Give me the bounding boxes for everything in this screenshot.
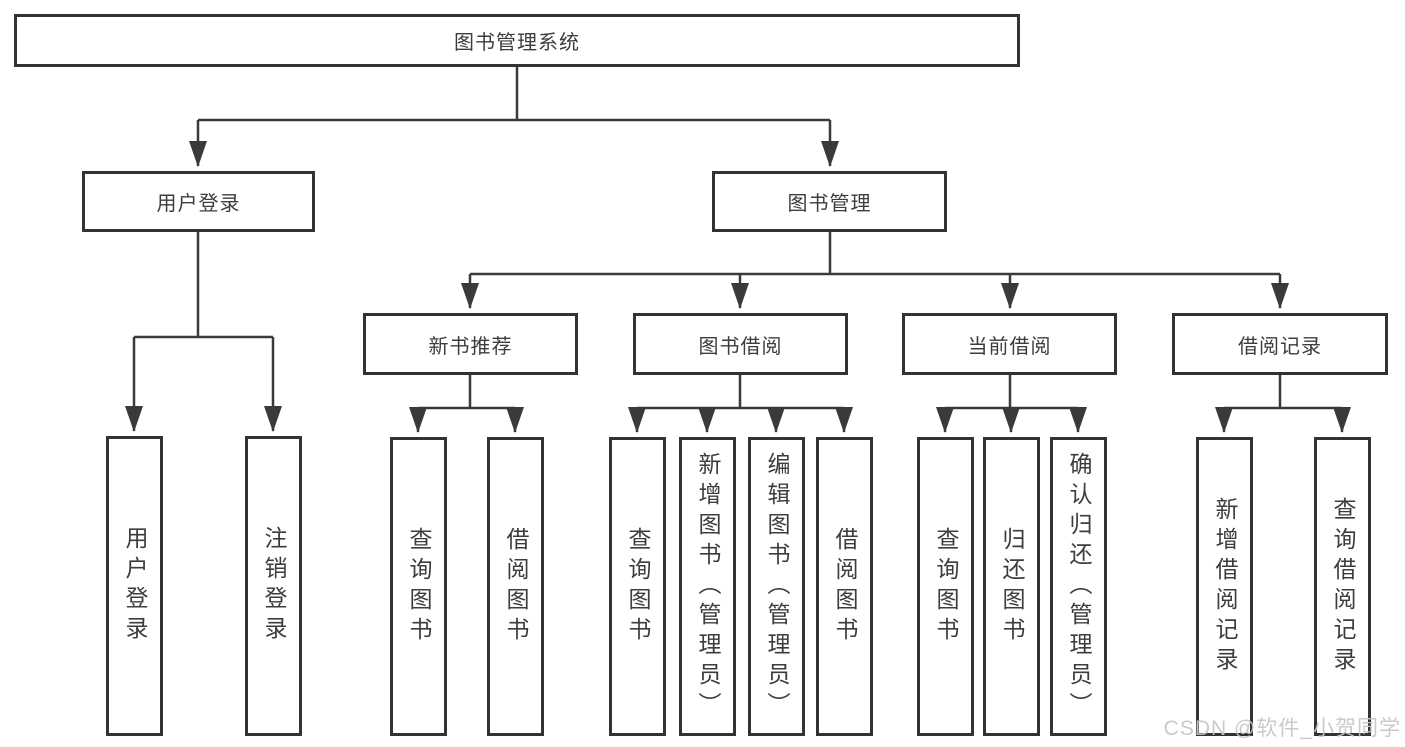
- leaf-add-borrow-record: 新增借阅记录: [1196, 437, 1253, 736]
- leaf-borrow-books: 借阅图书: [816, 437, 873, 736]
- node-user-login: 用户登录: [82, 171, 315, 232]
- leaf-add-books-admin: 新增图书（管理员）: [679, 437, 736, 736]
- leaf-label: 查询图书: [406, 526, 432, 647]
- leaf-label: 新增图书（管理员）: [695, 451, 721, 722]
- node-label: 图书管理系统: [454, 32, 580, 54]
- leaf-logout: 注销登录: [245, 436, 302, 736]
- node-label: 当前借阅: [967, 335, 1052, 358]
- node-label: 借阅记录: [1238, 335, 1322, 358]
- leaf-query-books: 查询图书: [609, 437, 666, 736]
- leaf-label: 用户登录: [122, 526, 148, 646]
- leaf-edit-books-admin: 编辑图书（管理员）: [748, 437, 805, 736]
- leaf-confirm-return-admin: 确认归还（管理员）: [1050, 437, 1107, 736]
- leaf-user-login: 用户登录: [106, 436, 163, 736]
- leaf-label: 查询借阅记录: [1330, 496, 1356, 677]
- node-label: 图书管理: [787, 193, 872, 215]
- leaf-label: 查询图书: [625, 526, 651, 647]
- leaf-return-books: 归还图书: [983, 437, 1040, 736]
- node-label: 图书借阅: [698, 335, 783, 358]
- node-label: 新书推荐: [428, 335, 513, 358]
- leaf-borrow-books: 借阅图书: [487, 437, 544, 736]
- leaf-label: 借阅图书: [503, 526, 529, 647]
- csdn-watermark: CSDN @软件_小贺同学: [1163, 717, 1401, 740]
- leaf-label: 新增借阅记录: [1212, 496, 1238, 677]
- node-current-borrow: 当前借阅: [902, 313, 1117, 375]
- leaf-label: 查询图书: [933, 526, 959, 647]
- node-label: 用户登录: [156, 193, 241, 215]
- node-library-management-system: 图书管理系统: [14, 14, 1020, 67]
- leaf-label: 编辑图书（管理员）: [764, 451, 790, 722]
- leaf-label: 确认归还（管理员）: [1066, 451, 1092, 722]
- node-book-borrow: 图书借阅: [633, 313, 848, 375]
- node-new-book-recommend: 新书推荐: [363, 313, 578, 375]
- leaf-query-borrow-record: 查询借阅记录: [1314, 437, 1371, 736]
- leaf-query-books: 查询图书: [390, 437, 447, 736]
- leaf-query-books: 查询图书: [917, 437, 974, 736]
- node-book-management: 图书管理: [712, 171, 947, 232]
- leaf-label: 注销登录: [261, 526, 287, 646]
- leaf-label: 借阅图书: [832, 526, 858, 647]
- node-borrow-records: 借阅记录: [1172, 313, 1388, 375]
- leaf-label: 归还图书: [999, 526, 1025, 647]
